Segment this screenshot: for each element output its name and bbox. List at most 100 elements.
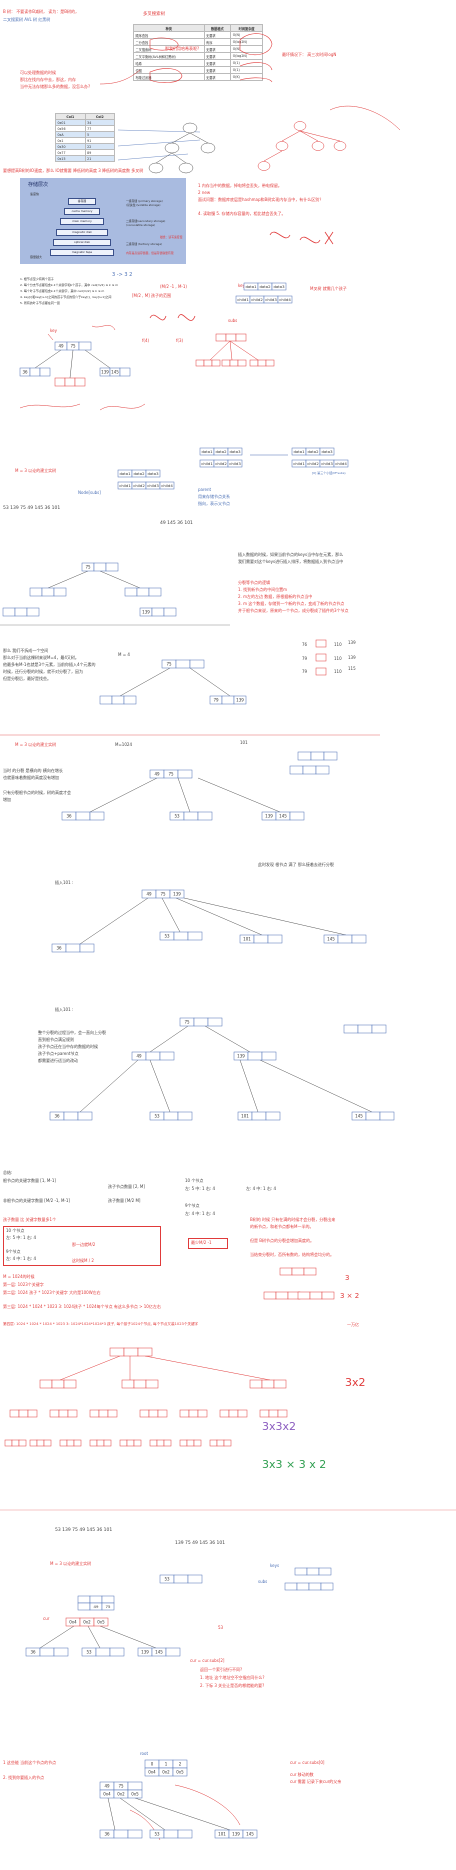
- hand-stroke: [47, 325, 116, 341]
- summary-right-3: 但是 B树节点的分裂会增加高度的。: [250, 1238, 315, 1243]
- node-value: 53: [154, 1832, 160, 1837]
- node-value: 49: [136, 1054, 142, 1059]
- summary-red-box: [3, 1226, 161, 1266]
- q-line-1: 1. 地址 这个地址空不空指应同什么?: [200, 1675, 265, 1680]
- leaf-cell: [267, 934, 283, 944]
- cap-r2: 3 × 2: [340, 1292, 360, 1300]
- n-cell: [261, 1379, 275, 1389]
- bst-node: [148, 162, 164, 174]
- leaf-cell: [119, 367, 131, 377]
- node-value: child2: [133, 483, 145, 488]
- hand-stroke: [269, 231, 334, 245]
- n-cell: [133, 1439, 142, 1447]
- n-cell: [277, 1409, 288, 1418]
- root-cell: [310, 751, 325, 761]
- leaf-cell: [113, 1829, 129, 1839]
- subs-cell: [296, 1582, 310, 1591]
- keys-note-blue: [0] 第三个小结(M*subs): [312, 471, 346, 475]
- cap-l2: 第二层: 1024 孩子 * 1023个关键字 大约是100W左右: [3, 1290, 101, 1295]
- insert-note-1: 插入数据的时候，如果当前节点的keys当中存在元素，那么: [238, 552, 344, 557]
- del-title: M = 3 以论的建立实树: [50, 1561, 92, 1566]
- leaf-cell: [29, 367, 41, 377]
- n-cell: [121, 1379, 135, 1389]
- node-value: 36: [30, 1650, 36, 1655]
- n76: 76: [302, 642, 308, 647]
- bst-node: [200, 142, 216, 154]
- nine-box-label: 9个节点: [6, 1249, 21, 1254]
- leaf-cell: [65, 943, 81, 953]
- leaf-cell: [2, 607, 16, 617]
- node-value: 145: [111, 370, 119, 375]
- cap-tb: 一万亿: [347, 1322, 359, 1327]
- optical-disk-box: optical disk: [53, 239, 111, 246]
- storage-right-1b: (易失性)(volatile storage): [126, 203, 161, 207]
- leaf-cell: [127, 1829, 143, 1839]
- node-value: 0x4: [69, 1620, 77, 1625]
- arrow-stroke: [174, 1784, 241, 1826]
- node-value: child4: [279, 297, 291, 302]
- root-cell: [137, 1347, 153, 1357]
- m3-title-2: M = 3 以论的建立实树: [15, 742, 57, 747]
- root-cell: [323, 751, 338, 761]
- node-value: 0x5: [131, 1792, 139, 1797]
- subs-cell: [333, 459, 349, 468]
- connector-line: [79, 1059, 139, 1113]
- n-cell: [107, 1409, 118, 1418]
- n-cell: [66, 1439, 75, 1447]
- keys-label: keys: [238, 283, 248, 288]
- intro-line-3: 可以处理数据的时候: [20, 70, 56, 75]
- insert-note-2: 我们需要对这个keys进行插入排序，将数据插入到节点当中: [238, 559, 344, 564]
- connector-line: [239, 1059, 259, 1113]
- connector-line: [171, 152, 187, 164]
- connector-line: [177, 777, 191, 813]
- node-value: 36: [56, 946, 62, 951]
- root-cell: [172, 1767, 188, 1777]
- node-value: 49: [104, 1784, 110, 1789]
- register-box: 寄存器: [68, 198, 96, 205]
- arrow-stroke: [99, 69, 141, 85]
- cur-label-1: cur: [43, 1616, 50, 1621]
- n-cell: [193, 1439, 202, 1447]
- n-cell: [268, 1409, 279, 1418]
- hand-3x3x2: 3x3x2: [262, 1420, 297, 1433]
- leaf-cell: [109, 1647, 125, 1657]
- keys-cell: [227, 447, 243, 456]
- root-cell: [289, 765, 304, 775]
- node-value: 49: [94, 1604, 99, 1609]
- root-cell: [193, 1017, 209, 1027]
- n-cell: [186, 1439, 195, 1447]
- n-cell: [216, 1439, 225, 1447]
- nine-node-label: 9个节点: [185, 1203, 200, 1208]
- subs-cell: [308, 1582, 322, 1591]
- n-cell: [321, 1291, 335, 1300]
- leaf-cell: [257, 359, 267, 367]
- root-cell: [169, 889, 185, 899]
- leaf-cell: [203, 359, 213, 367]
- node-value: child3: [147, 483, 159, 488]
- ten-box-label: 10 个节点: [6, 1228, 25, 1233]
- root-cell: [105, 562, 119, 572]
- node-value: data3: [273, 284, 285, 289]
- keys-cell: [271, 282, 287, 291]
- n-cell: [188, 1409, 199, 1418]
- summary-1: 根节点的关键字数量 [1, M-1]: [3, 1178, 56, 1183]
- key-label: key: [50, 328, 58, 333]
- node-value: data3: [229, 449, 241, 454]
- root-cell: [297, 751, 312, 761]
- n139a: 139: [348, 640, 356, 645]
- mid-cell: [247, 1051, 263, 1061]
- node-value: 139: [173, 892, 181, 897]
- disk-note-1: 1 内存当中的数据，掉电将会丢失，带电保留。: [198, 183, 282, 188]
- n-cell: [89, 1409, 100, 1418]
- tree-nodes: [2, 121, 395, 1839]
- insert101b-label: 插入101 :: [55, 1007, 74, 1012]
- connector-line: [197, 777, 281, 813]
- connector-line: [119, 667, 171, 697]
- summary-right-4: 当结束分裂时，否所有数的，结构将会均分的。: [250, 1252, 334, 1257]
- split-note-1: 整个分裂的过程当中，会一直向上分裂: [38, 1030, 106, 1035]
- leaf-cell: [54, 377, 66, 387]
- node-value: 49: [58, 344, 64, 349]
- subs-cell: [159, 481, 175, 490]
- n-cell: [228, 1409, 239, 1418]
